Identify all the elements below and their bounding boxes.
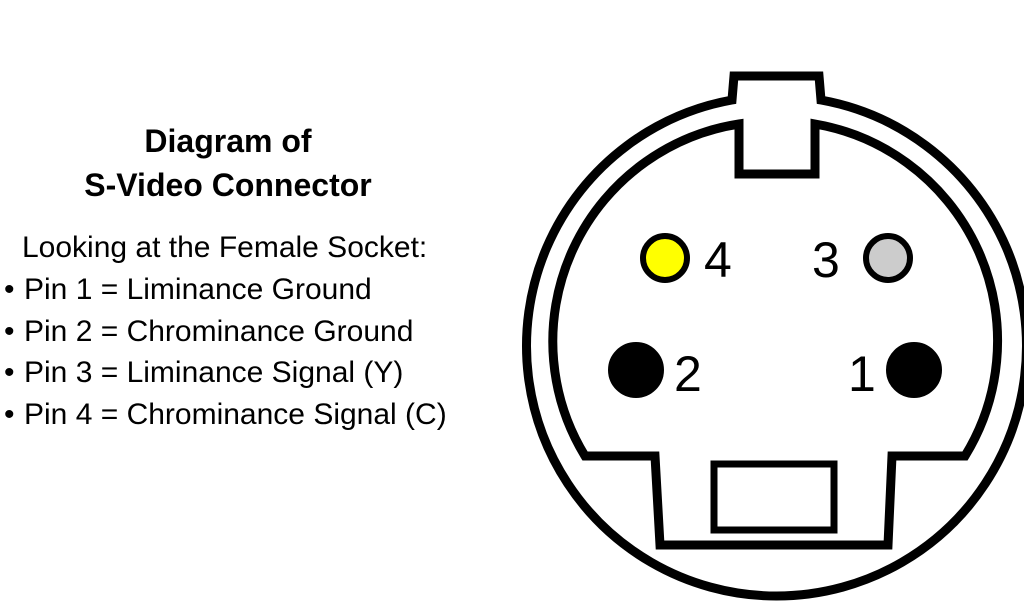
pin-description-list: • Pin 1 = Liminance Ground • Pin 2 = Chrom…: [4, 269, 447, 435]
pin-2-description: • Pin 2 = Chrominance Ground: [4, 311, 447, 353]
pin-4-text: Pin 4 = Chrominance Signal (C): [24, 397, 447, 431]
pin-3-description: • Pin 3 = Liminance Signal (Y): [4, 352, 447, 394]
diagram-title-line2: S-Video Connector: [84, 167, 372, 203]
pin-4-description: • Pin 4 = Chrominance Signal (C): [4, 394, 447, 436]
pin-4-contact: [640, 233, 690, 283]
pin-3-text: Pin 3 = Liminance Signal (Y): [24, 356, 404, 389]
bullet-icon: •: [4, 314, 15, 348]
pin-1-text: Pin 1 = Liminance Ground: [24, 273, 372, 306]
bullet-icon: •: [4, 356, 15, 389]
pin-4-label: 4: [704, 232, 732, 288]
pin-3-contact: [863, 233, 913, 283]
pin-1-contact: [886, 342, 942, 398]
pin-2-contact: [608, 342, 664, 398]
pin-1-description: • Pin 1 = Liminance Ground: [4, 269, 447, 311]
connector-inner-face: [548, 118, 1003, 550]
pin-3-label: 3: [812, 232, 840, 288]
connector-key-slot: [710, 460, 838, 534]
pin-2-text: Pin 2 = Chrominance Ground: [24, 314, 414, 348]
pin-2-label: 2: [674, 346, 702, 402]
intro-text: Looking at the Female Socket:: [22, 231, 428, 264]
diagram-title-line1: Diagram of: [144, 123, 312, 159]
bullet-icon: •: [4, 273, 15, 306]
bullet-icon: •: [4, 397, 15, 431]
pin-1-label: 1: [848, 346, 876, 402]
